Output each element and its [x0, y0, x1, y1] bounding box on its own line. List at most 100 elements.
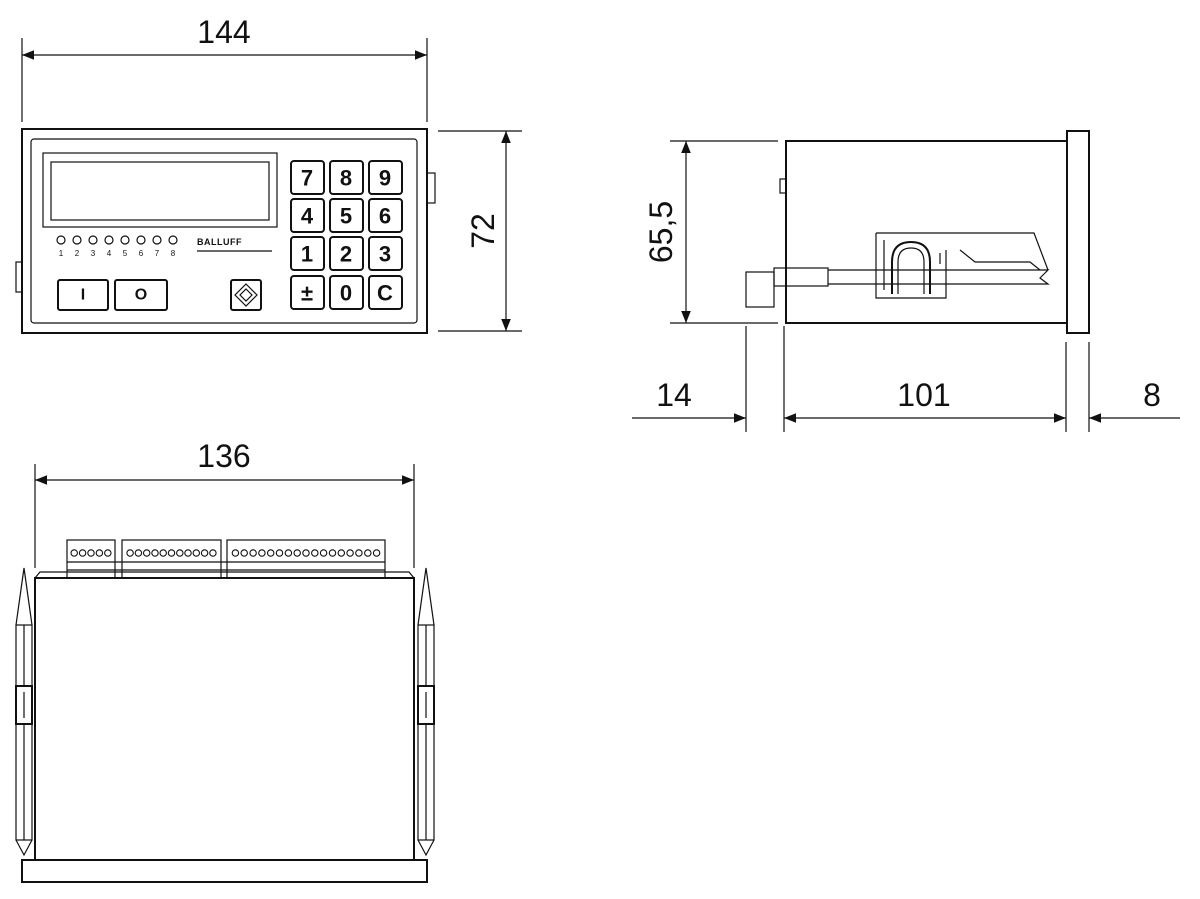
diamond-icon — [234, 283, 258, 307]
led-indicator — [168, 235, 178, 245]
front-view: 144 72 1 2 3 4 5 6 — [15, 14, 522, 334]
terminal-pin — [78, 549, 87, 557]
led-indicator — [136, 235, 146, 245]
side-view: 65,5 14 101 8 — [632, 130, 1180, 432]
on-button-label: I — [81, 287, 85, 304]
dim-label-72: 72 — [465, 213, 501, 249]
led-indicator — [152, 235, 162, 245]
led-label: 2 — [75, 249, 80, 258]
terminal-pin — [231, 549, 240, 557]
dim-label-8: 8 — [1143, 377, 1161, 413]
key-label: 5 — [340, 204, 352, 229]
connector-pins — [70, 549, 381, 557]
front-frame — [21, 128, 428, 334]
dim-label-136: 136 — [197, 438, 250, 474]
key-6[interactable] — [368, 198, 403, 233]
top-view: 136 — [15, 438, 435, 883]
terminal-pin — [319, 549, 328, 557]
terminal-pin — [200, 549, 209, 557]
led-indicator — [56, 235, 66, 245]
led-row: 1 2 3 4 5 6 7 8 — [56, 235, 178, 258]
led-label: 8 — [171, 249, 176, 258]
led-indicator — [88, 235, 98, 245]
terminal-pin — [209, 549, 217, 557]
led-label: 7 — [155, 249, 160, 258]
key-plus-minus[interactable] — [290, 275, 325, 310]
logo-button[interactable] — [230, 279, 262, 311]
off-button[interactable] — [114, 279, 168, 311]
on-button[interactable] — [57, 279, 109, 311]
terminal-pin — [337, 549, 346, 557]
led-label: 6 — [139, 249, 144, 258]
top-bezel — [21, 859, 428, 883]
terminal-pin — [284, 549, 293, 557]
bracket-screw — [773, 267, 829, 287]
terminal-pin — [70, 549, 78, 557]
display-bezel — [42, 152, 278, 228]
left-clip — [15, 567, 33, 857]
key-label: 7 — [301, 166, 313, 191]
key-label: 2 — [340, 242, 352, 267]
key-label: C — [377, 281, 393, 306]
key-0[interactable] — [329, 275, 364, 310]
dim-label-101: 101 — [897, 377, 950, 413]
front-clip — [426, 172, 436, 204]
key-8[interactable] — [329, 160, 364, 195]
terminal-pin — [258, 549, 266, 557]
terminal-pin — [176, 549, 184, 557]
key-1[interactable] — [290, 236, 325, 271]
side-clip — [779, 178, 787, 194]
terminal-pin — [364, 549, 372, 557]
key-clear[interactable] — [368, 275, 403, 310]
terminal-pin — [151, 549, 159, 557]
key-label: 6 — [379, 204, 391, 229]
led-indicator — [104, 235, 114, 245]
terminal-pin — [372, 549, 381, 557]
mounting-bracket — [745, 232, 1050, 308]
keypad: 7 8 9 4 5 6 1 2 3 ± 0 C — [290, 160, 403, 310]
terminal-pin — [167, 549, 176, 557]
top-body — [34, 577, 415, 861]
key-label: 4 — [301, 204, 314, 229]
led-indicator — [120, 235, 130, 245]
key-7[interactable] — [290, 160, 325, 195]
top-body-edge — [34, 571, 415, 579]
side-body — [785, 140, 1068, 324]
key-5[interactable] — [329, 198, 364, 233]
key-4[interactable] — [290, 198, 325, 233]
terminal-pin — [355, 549, 363, 557]
brand-logo: BALLUFF — [197, 237, 242, 247]
dim-label-144: 144 — [197, 14, 250, 50]
display-window — [50, 161, 270, 221]
terminal-pin — [328, 549, 337, 557]
key-9[interactable] — [368, 160, 403, 195]
terminal-pin — [126, 549, 134, 557]
side-bezel — [1066, 130, 1090, 334]
terminal-pin — [346, 549, 354, 557]
key-label: 9 — [379, 166, 391, 191]
front-panel — [30, 138, 418, 324]
off-button-label: O — [135, 287, 147, 304]
terminal-pin — [95, 549, 104, 557]
terminal-pin — [134, 549, 143, 557]
led-indicator — [72, 235, 82, 245]
key-3[interactable] — [368, 236, 403, 271]
right-clip — [417, 567, 435, 857]
terminal-pin — [184, 549, 192, 557]
terminal-pin — [240, 549, 248, 557]
terminal-pin — [266, 549, 275, 557]
terminal-pin — [249, 549, 257, 557]
key-2[interactable] — [329, 236, 364, 271]
terminal-pin — [293, 549, 301, 557]
terminal-pin — [311, 549, 319, 557]
terminal-pin — [302, 549, 310, 557]
key-label: 3 — [379, 242, 391, 267]
terminal-pin — [275, 549, 284, 557]
key-label: ± — [301, 281, 313, 306]
terminal-pin — [159, 549, 167, 557]
led-label: 3 — [91, 249, 96, 258]
led-label: 1 — [59, 249, 64, 258]
led-label: 4 — [107, 249, 112, 258]
front-clip — [15, 261, 23, 293]
